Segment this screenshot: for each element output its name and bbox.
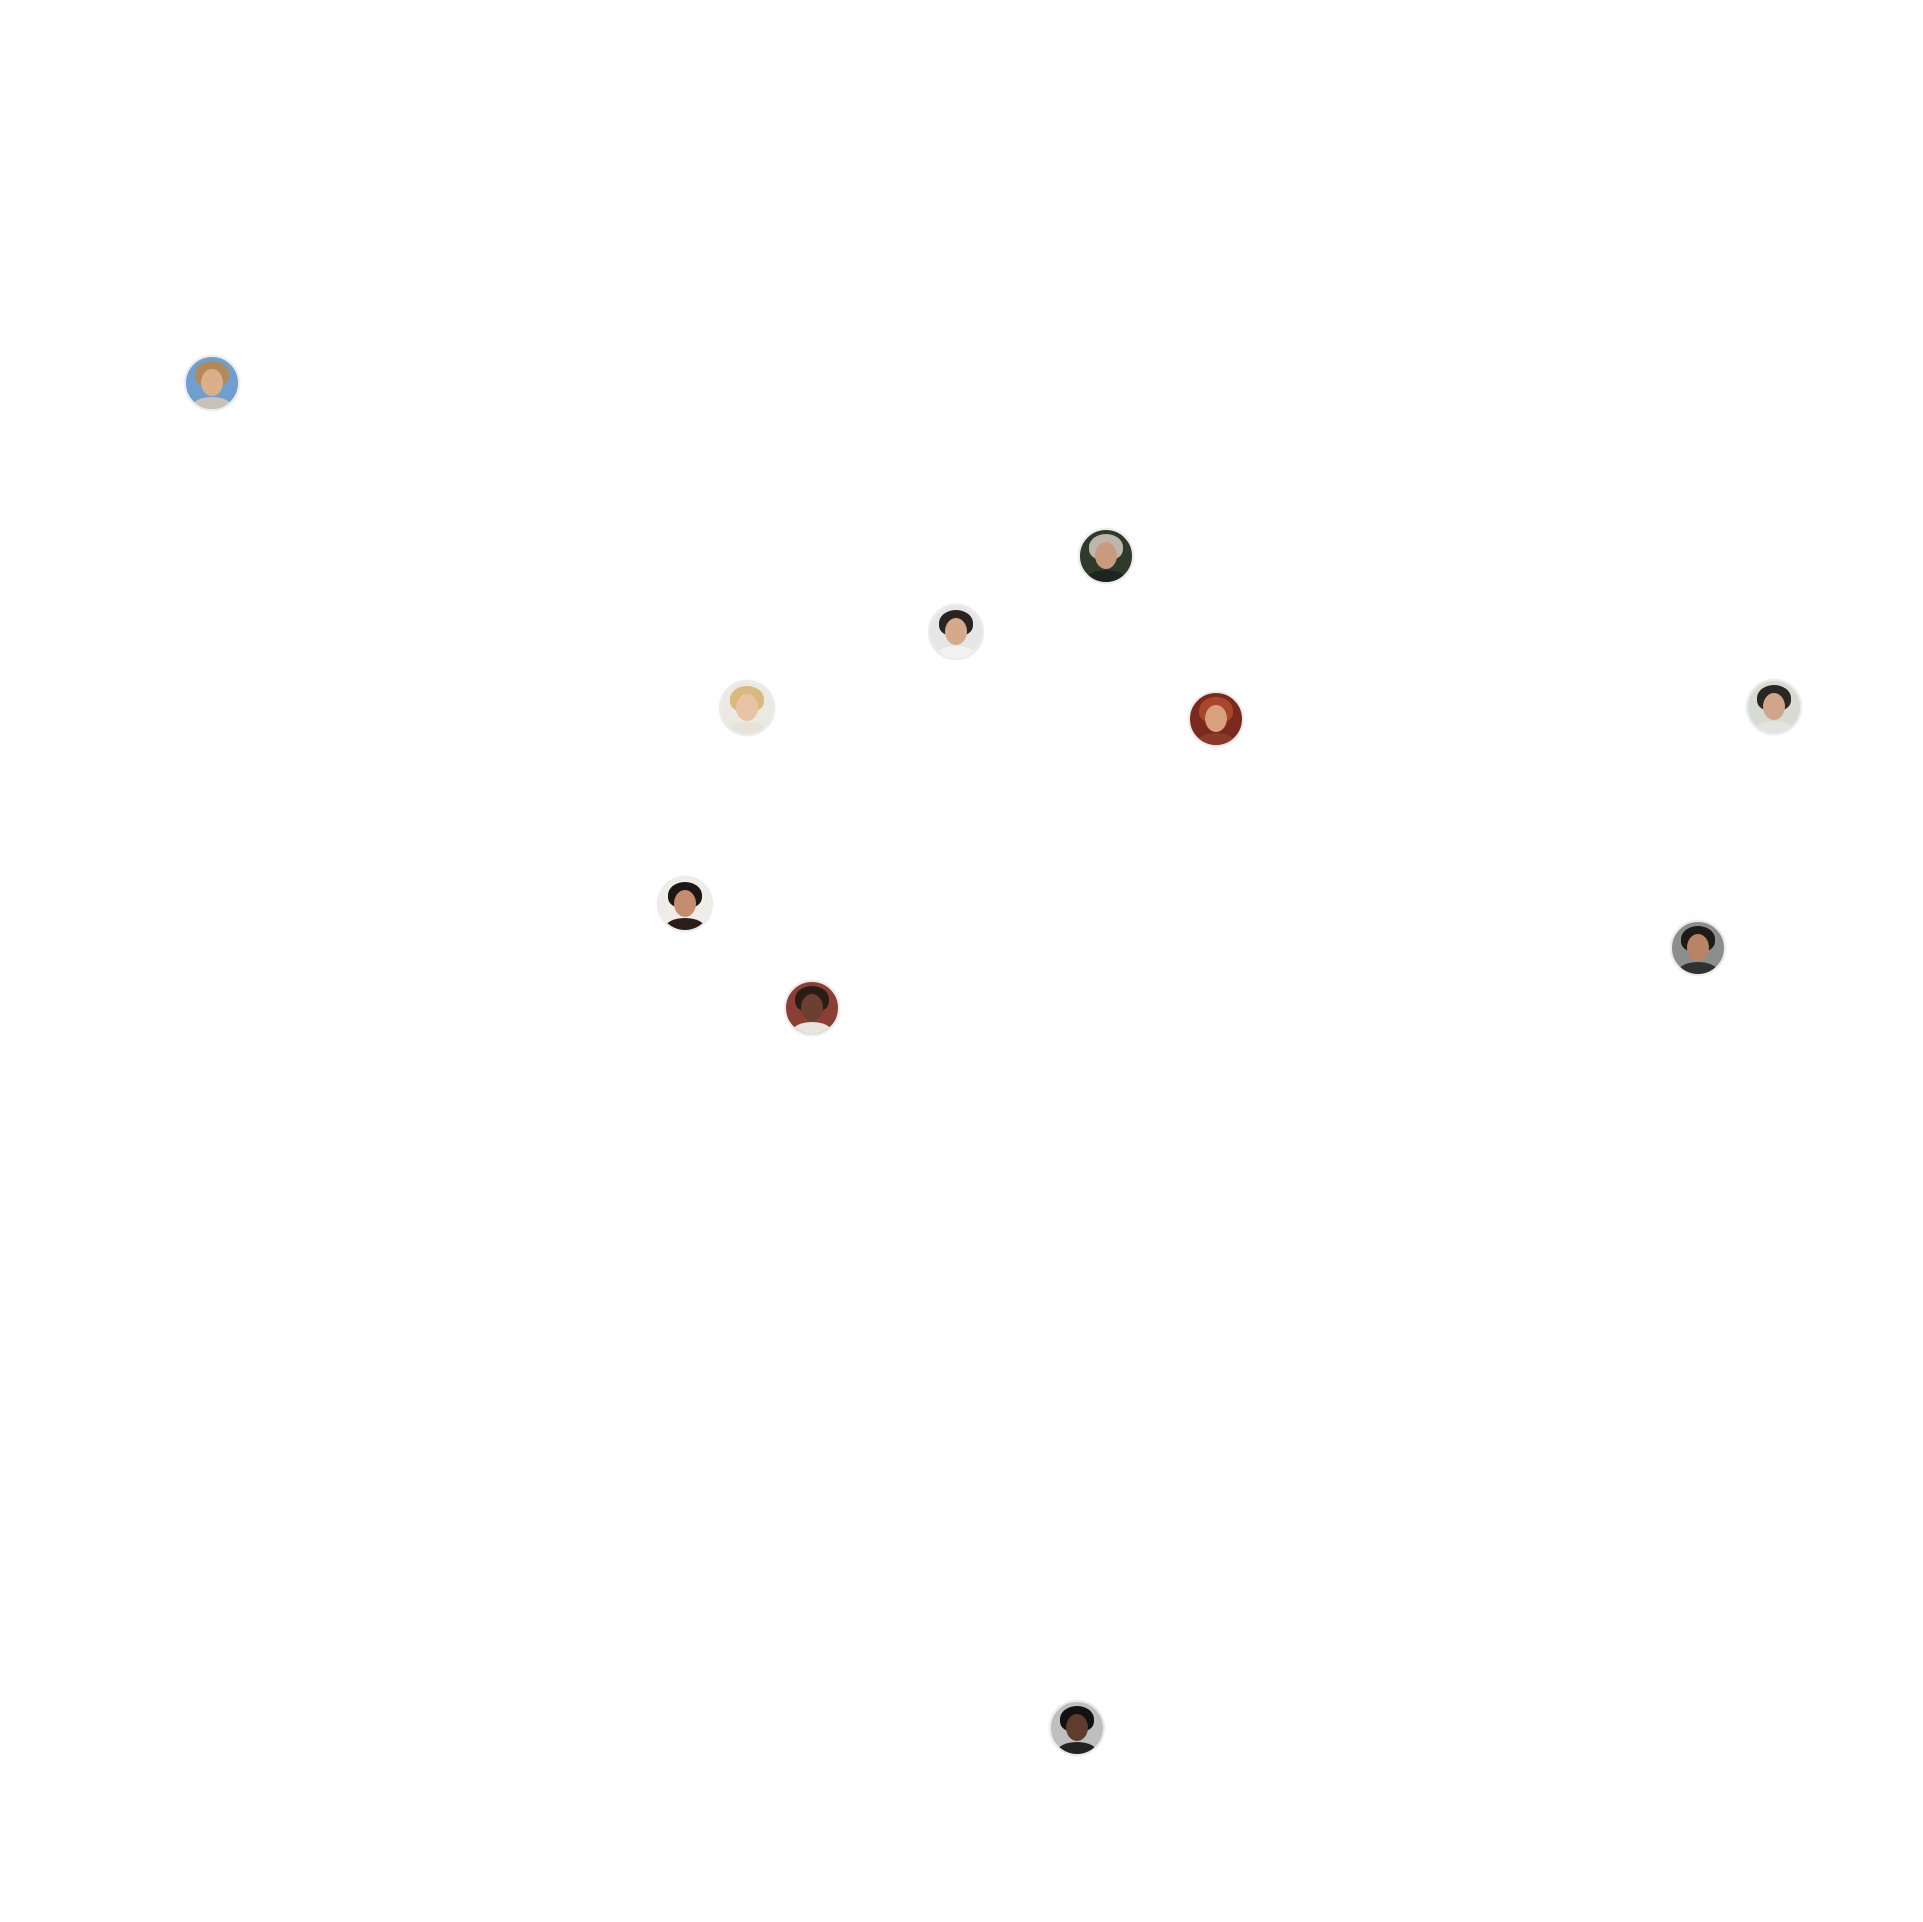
- avatar-face: [736, 694, 758, 721]
- avatar-face: [1763, 693, 1785, 720]
- avatar[interactable]: [929, 605, 983, 659]
- avatar-face: [945, 618, 967, 645]
- avatar[interactable]: [1671, 921, 1725, 975]
- avatar-body: [1086, 570, 1126, 582]
- avatar-face: [674, 890, 696, 917]
- avatar-body: [1057, 1742, 1097, 1754]
- avatar[interactable]: [1189, 692, 1243, 746]
- avatar-body: [1754, 721, 1794, 733]
- avatar-face: [801, 994, 823, 1021]
- avatar[interactable]: [658, 877, 712, 931]
- avatar-face: [201, 369, 223, 396]
- avatar-body: [665, 918, 705, 930]
- avatar-body: [792, 1022, 832, 1034]
- avatar-body: [727, 722, 767, 734]
- avatar[interactable]: [1747, 680, 1801, 734]
- avatar[interactable]: [720, 681, 774, 735]
- avatar-face: [1205, 705, 1227, 732]
- avatar-face: [1687, 934, 1709, 961]
- avatar-body: [936, 646, 976, 658]
- avatar-body: [1196, 733, 1236, 745]
- avatar[interactable]: [1079, 529, 1133, 583]
- avatar-face: [1095, 542, 1117, 569]
- avatar[interactable]: [785, 981, 839, 1035]
- avatar-body: [1678, 962, 1718, 974]
- avatar[interactable]: [1050, 1701, 1104, 1755]
- avatar-body: [192, 397, 232, 409]
- avatar[interactable]: [185, 356, 239, 410]
- avatar-face: [1066, 1714, 1088, 1741]
